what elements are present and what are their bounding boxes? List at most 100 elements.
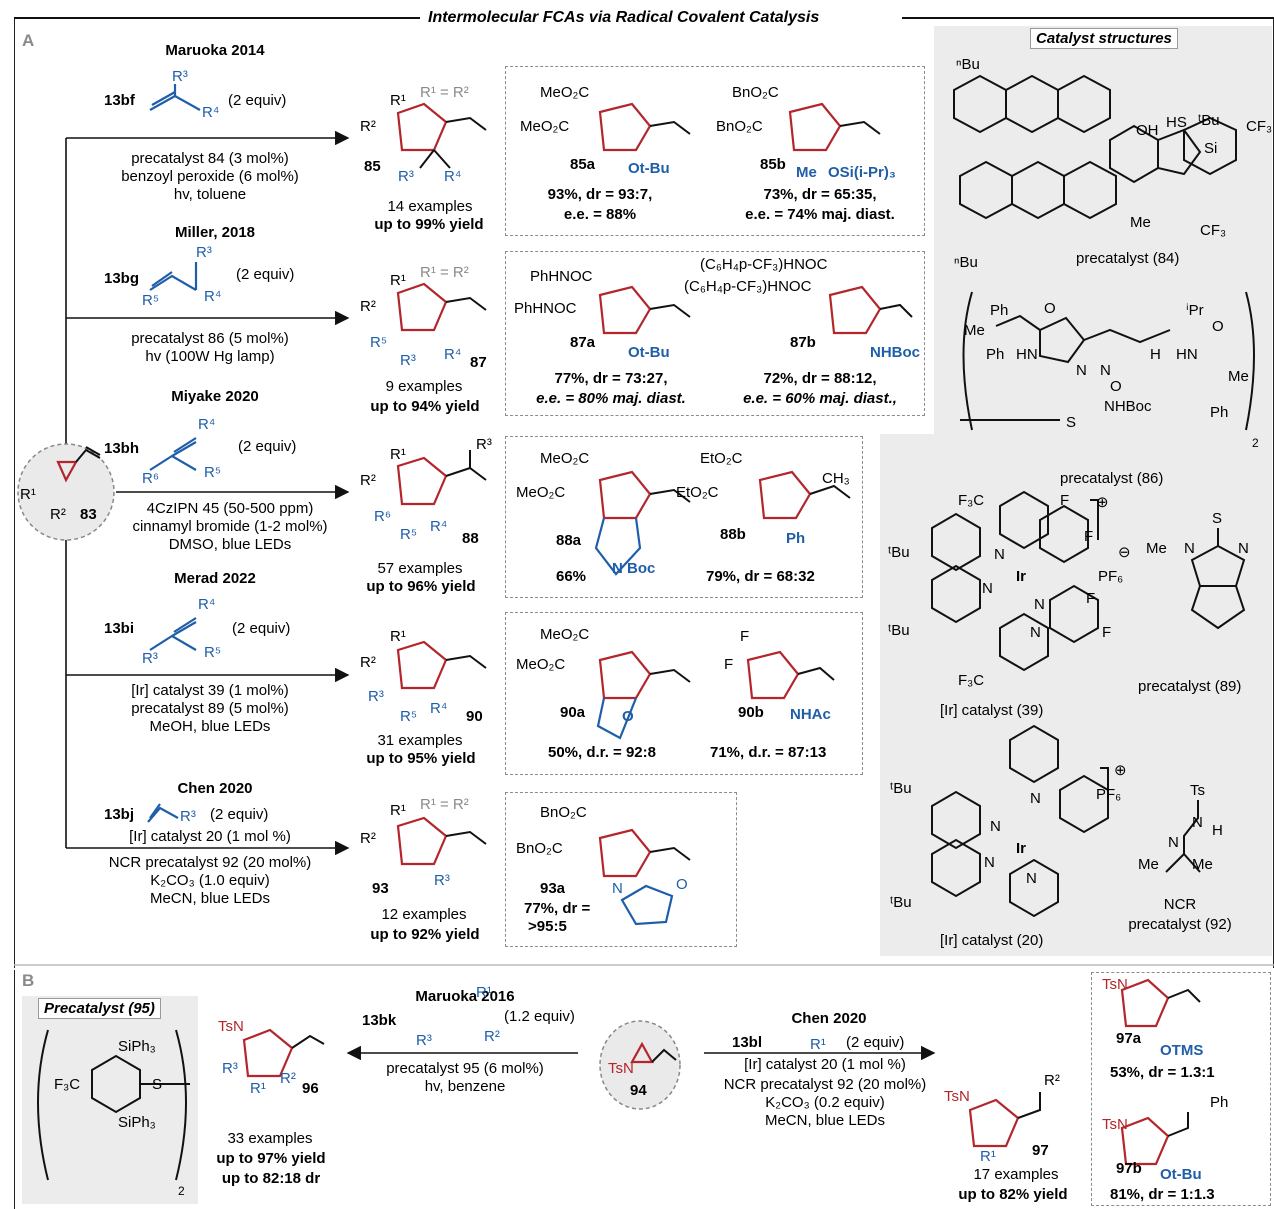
substrate-id: 83 [80, 506, 97, 523]
c86-group-17: 2 [1252, 436, 1259, 450]
alkene-13bj [147, 803, 179, 823]
b97-stat-1: 17 examples [973, 1166, 1059, 1183]
ex90a-ester-2: MeO₂C [516, 656, 566, 673]
c86-group-14: N [1076, 362, 1087, 379]
row5-prod-r3: R³ [434, 872, 450, 889]
row2-yield: up to 94% yield [370, 398, 480, 415]
c89-label: precatalyst (89) [1138, 678, 1242, 695]
row1-alkene-rb: R⁴ [202, 104, 220, 121]
row4-r1: R¹ [390, 628, 406, 645]
c39-group-10: Ir [1016, 568, 1027, 585]
ex93a-ester-2: BnO₂C [516, 840, 563, 857]
row4-cond-1: [Ir] catalyst 39 (1 mol%) [131, 682, 289, 699]
row4-author: Merad 2022 [174, 570, 256, 587]
row1-equiv: (2 equiv) [228, 92, 287, 109]
catalyst-panel-top [934, 26, 1272, 434]
b97b-ts: TsN [1102, 1116, 1128, 1133]
p95-group-5: 2 [178, 1184, 185, 1198]
c20-group-1: ᵗBu [890, 780, 912, 797]
c39-label: [Ir] catalyst (39) [940, 702, 1044, 719]
ex93a-sub: N [612, 880, 623, 897]
c86-group-5: O [1044, 300, 1056, 317]
examples-box-90 [505, 612, 863, 775]
b-right-equiv: (2 equiv) [846, 1034, 905, 1051]
b97b-sub: Ot-Bu [1160, 1166, 1202, 1183]
row3-alkene-rb: R⁵ [204, 464, 222, 481]
alkene-13bg [149, 262, 198, 291]
row4-cond-2: precatalyst 89 (5 mol%) [131, 700, 289, 717]
c89-group-2: Me [1146, 540, 1167, 557]
c86-group-10: HN [1176, 346, 1198, 363]
row3-product: 88 [462, 530, 479, 547]
b97-ts: TsN [944, 1088, 970, 1105]
alkene-13bi [149, 617, 197, 651]
c86-label: precatalyst (86) [1060, 470, 1164, 487]
iridium-20-skeleton [931, 724, 1109, 918]
b-left-cond-1: precatalyst 95 (6 mol%) [386, 1060, 544, 1077]
c39-group-2: F [1060, 492, 1070, 509]
c86-group-15: S [1066, 414, 1077, 431]
c20-group-2: N [990, 818, 1001, 835]
b96-stat-2: up to 97% yield [216, 1150, 326, 1167]
ex88b-sub: Ph [786, 530, 806, 547]
ex88a-ester-1: MeO₂C [540, 450, 590, 467]
row5-r1: R¹ [390, 802, 406, 819]
row2-r2: R² [360, 298, 376, 315]
ring-90 [396, 640, 487, 690]
row4-r2: R² [360, 654, 376, 671]
row4-prod-r5: R⁵ [400, 708, 418, 725]
b-right-cond-2: NCR precatalyst 92 (20 mol%) [723, 1076, 927, 1093]
ex85a-id: 85a [570, 156, 596, 173]
ex87b-result-2: e.e. = 60% maj. diast., [743, 390, 897, 407]
row2-equiv: (2 equiv) [236, 266, 295, 283]
b94-id: 94 [630, 1082, 647, 1099]
b97-r2: R² [1044, 1072, 1060, 1089]
row4-alkene-rc: R³ [142, 650, 158, 667]
ex88a-ester-2: MeO₂C [516, 484, 566, 501]
ex87a-ester-2: PhHNOC [514, 300, 577, 317]
ex85b-me: Me [796, 164, 817, 181]
c84-group-7: CF₃ [1246, 118, 1273, 135]
ex87b-ester-2: (C₆H₄p-CF₃)HNOC [684, 278, 812, 295]
row1-yield: up to 99% yield [374, 216, 484, 233]
c39-group-16: F₃C [958, 672, 985, 689]
ring-88a [594, 470, 691, 576]
ex93a-ester-1: BnO₂C [540, 804, 587, 821]
catalyst-structures-header: Catalyst structures [1030, 28, 1178, 49]
row2-examples: 9 examples [385, 378, 463, 395]
c92-group-4: N [1168, 834, 1179, 851]
substrate-r1: R¹ [20, 486, 36, 503]
b97a-id: 97a [1116, 1030, 1142, 1047]
c39-group-4: ⊕ [1096, 494, 1109, 511]
c39-group-6: ⊖ [1118, 544, 1131, 561]
row4-product: 90 [466, 708, 483, 725]
precatalyst-89-skeleton [1190, 528, 1246, 630]
p95-group-4: SiPh₃ [118, 1114, 156, 1131]
c39-group-12: N [1030, 624, 1041, 641]
ex88a-result: 66% [556, 568, 587, 585]
row4-alkene-ra: R⁴ [198, 596, 216, 613]
row3-prod-r5: R⁵ [400, 526, 418, 543]
row2-alkene-rc: R⁵ [142, 292, 160, 309]
ex90b-id: 90b [738, 704, 764, 721]
row3-cond-3: DMSO, blue LEDs [168, 536, 292, 553]
p95-group-2: F₃C [54, 1076, 81, 1093]
b-right-reagent: 13bl [732, 1034, 763, 1051]
row1-prod-r3: R³ [398, 168, 414, 185]
ex85a-result-1: 93%, dr = 93:7, [547, 186, 653, 203]
ex93a-oxo: O [676, 876, 688, 893]
ex87a-sub: Ot-Bu [628, 344, 670, 361]
c84-group-5: ᵗBu [1198, 112, 1220, 129]
ex88b-ester-2: EtO₂C [676, 484, 719, 501]
row5-cond-1: [Ir] catalyst 20 (1 mol %) [129, 828, 291, 845]
row1-examples: 14 examples [387, 198, 473, 215]
c84-group-2: ⁿBu [954, 254, 978, 271]
row3-yield: up to 96% yield [366, 578, 476, 595]
ring-90a [596, 650, 691, 740]
ex85b-ester-1: BnO₂C [732, 84, 779, 101]
ex90b-sub: NHAc [790, 706, 831, 723]
c86-group-8: ⁱPr [1186, 302, 1204, 319]
ring-93 [396, 816, 487, 866]
row3-r3: R³ [476, 436, 492, 453]
row4-equiv: (2 equiv) [232, 620, 291, 637]
